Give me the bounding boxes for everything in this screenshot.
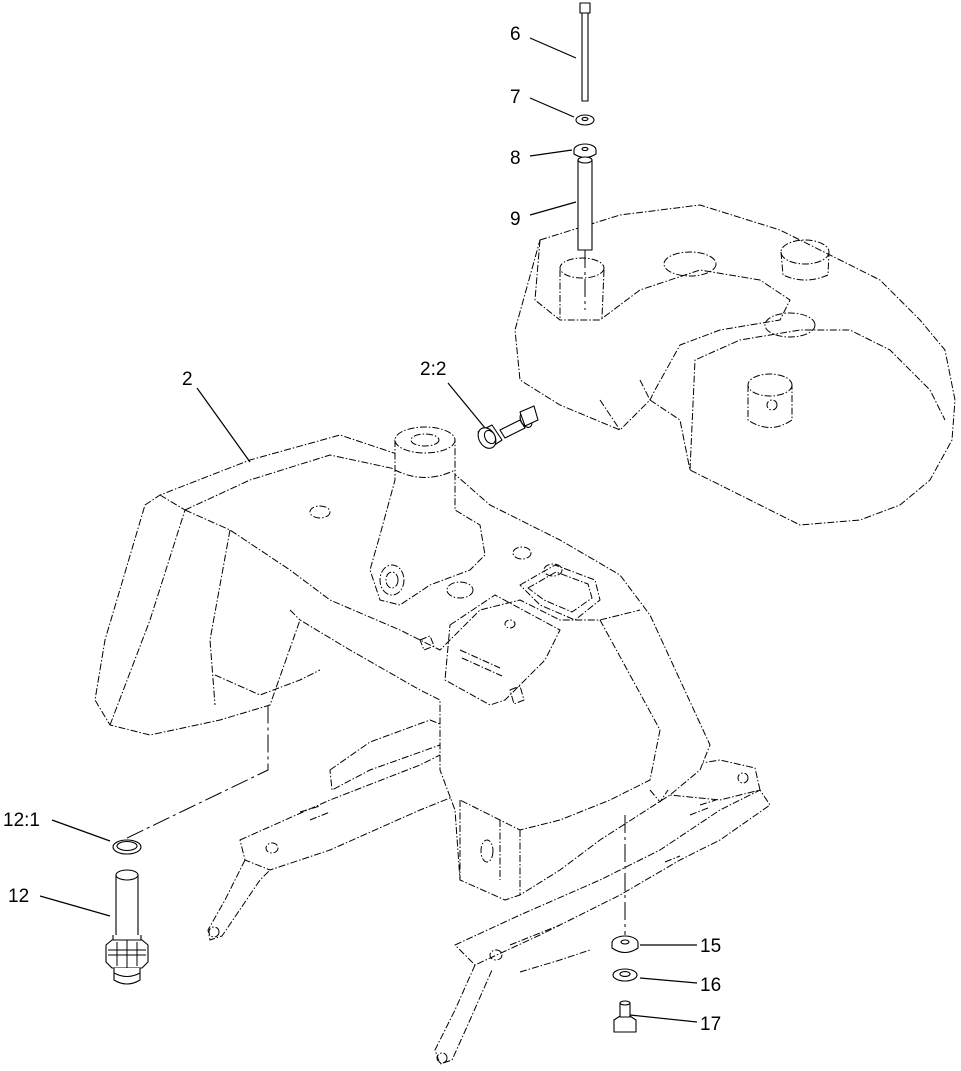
callout-16: 16	[700, 975, 721, 996]
filler-neck	[369, 426, 486, 606]
callout-12-1: 12:1	[3, 810, 40, 831]
washer-7	[575, 114, 595, 126]
callout-2-2: 2:2	[420, 359, 446, 380]
callout-9: 9	[510, 209, 521, 230]
rear-tank-ghost	[514, 204, 956, 526]
callout-7: 7	[510, 87, 521, 108]
callout-15: 15	[700, 936, 721, 957]
washer-15	[611, 935, 639, 954]
lower-frame-right	[434, 759, 771, 1065]
callout-2: 2	[182, 369, 193, 390]
o-ring-12-1	[112, 839, 142, 855]
callout-12: 12	[8, 886, 29, 907]
sensor-12	[105, 869, 149, 985]
callout-17: 17	[700, 1014, 721, 1035]
bolt-6	[579, 2, 591, 102]
callout-8: 8	[510, 148, 521, 169]
centerline-sensor	[126, 705, 269, 839]
fitting-2-2	[477, 405, 539, 449]
spacer-9	[577, 156, 593, 251]
main-tank	[94, 434, 711, 901]
washer-16	[612, 968, 638, 982]
leader-lines	[39, 37, 698, 1023]
washer-8	[573, 143, 597, 159]
callout-6: 6	[510, 24, 521, 45]
bolt-17	[613, 1000, 637, 1033]
